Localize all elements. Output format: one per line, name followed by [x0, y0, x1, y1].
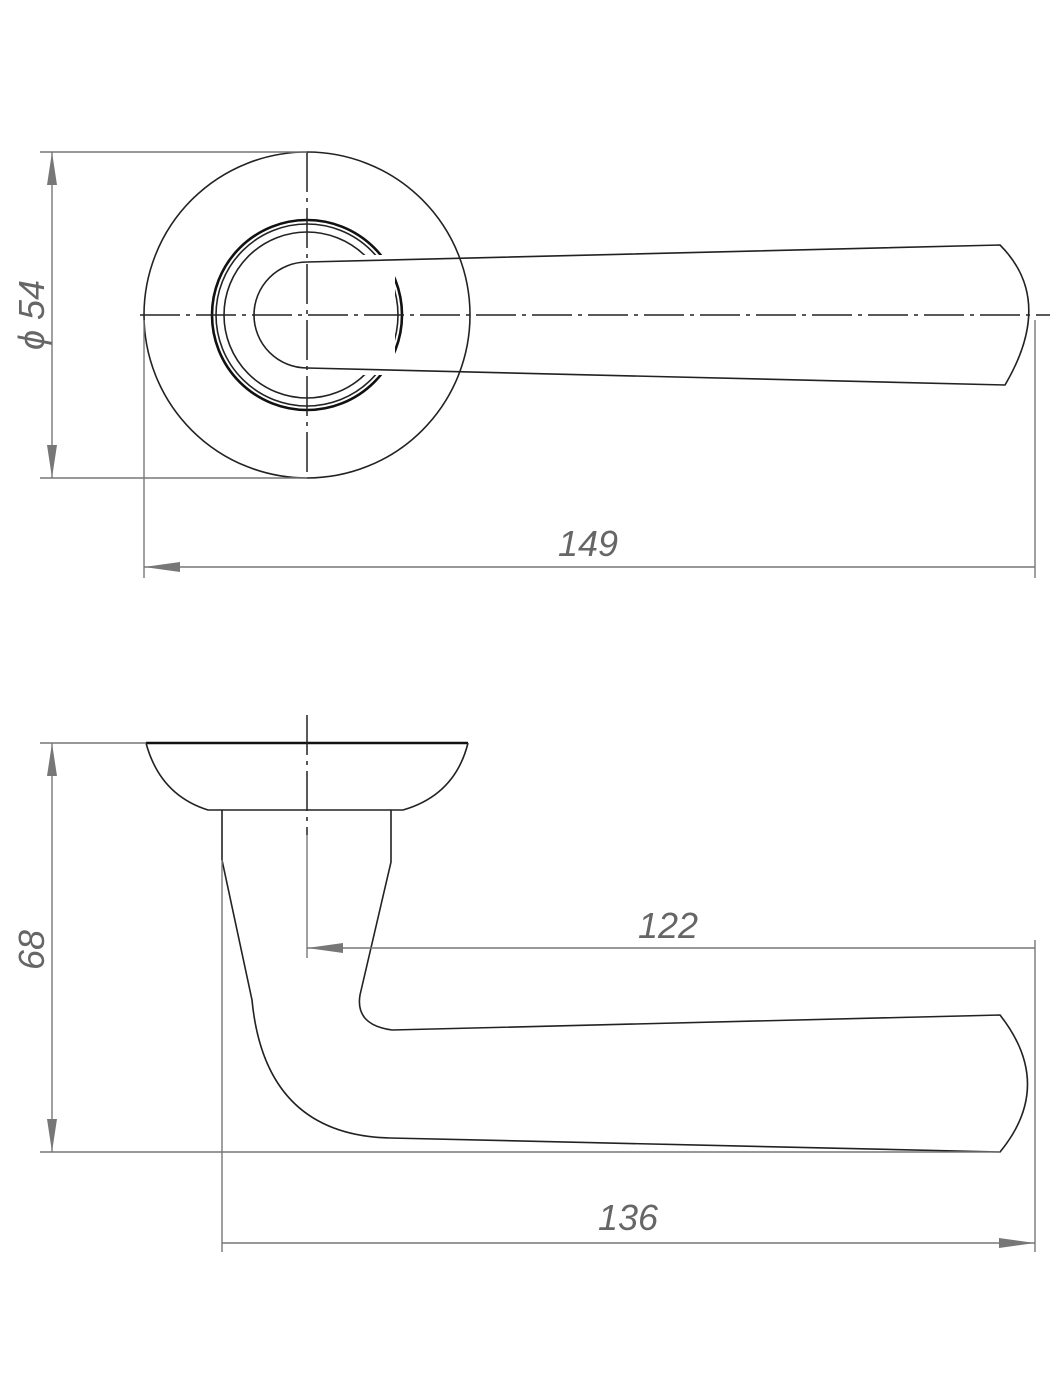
reach-label: 122: [638, 905, 698, 946]
top-view: ϕ 54 149: [11, 151, 1050, 578]
length-label: 149: [558, 523, 618, 564]
lever-body-top: [306, 244, 1030, 386]
lever-profile: [221, 810, 1029, 1153]
overall-label: 136: [598, 1197, 659, 1238]
height-label: 68: [11, 930, 52, 970]
side-view: 122 68 136: [11, 715, 1036, 1252]
diameter-label: ϕ 54: [11, 280, 52, 350]
rosette-profile: [145, 742, 469, 811]
